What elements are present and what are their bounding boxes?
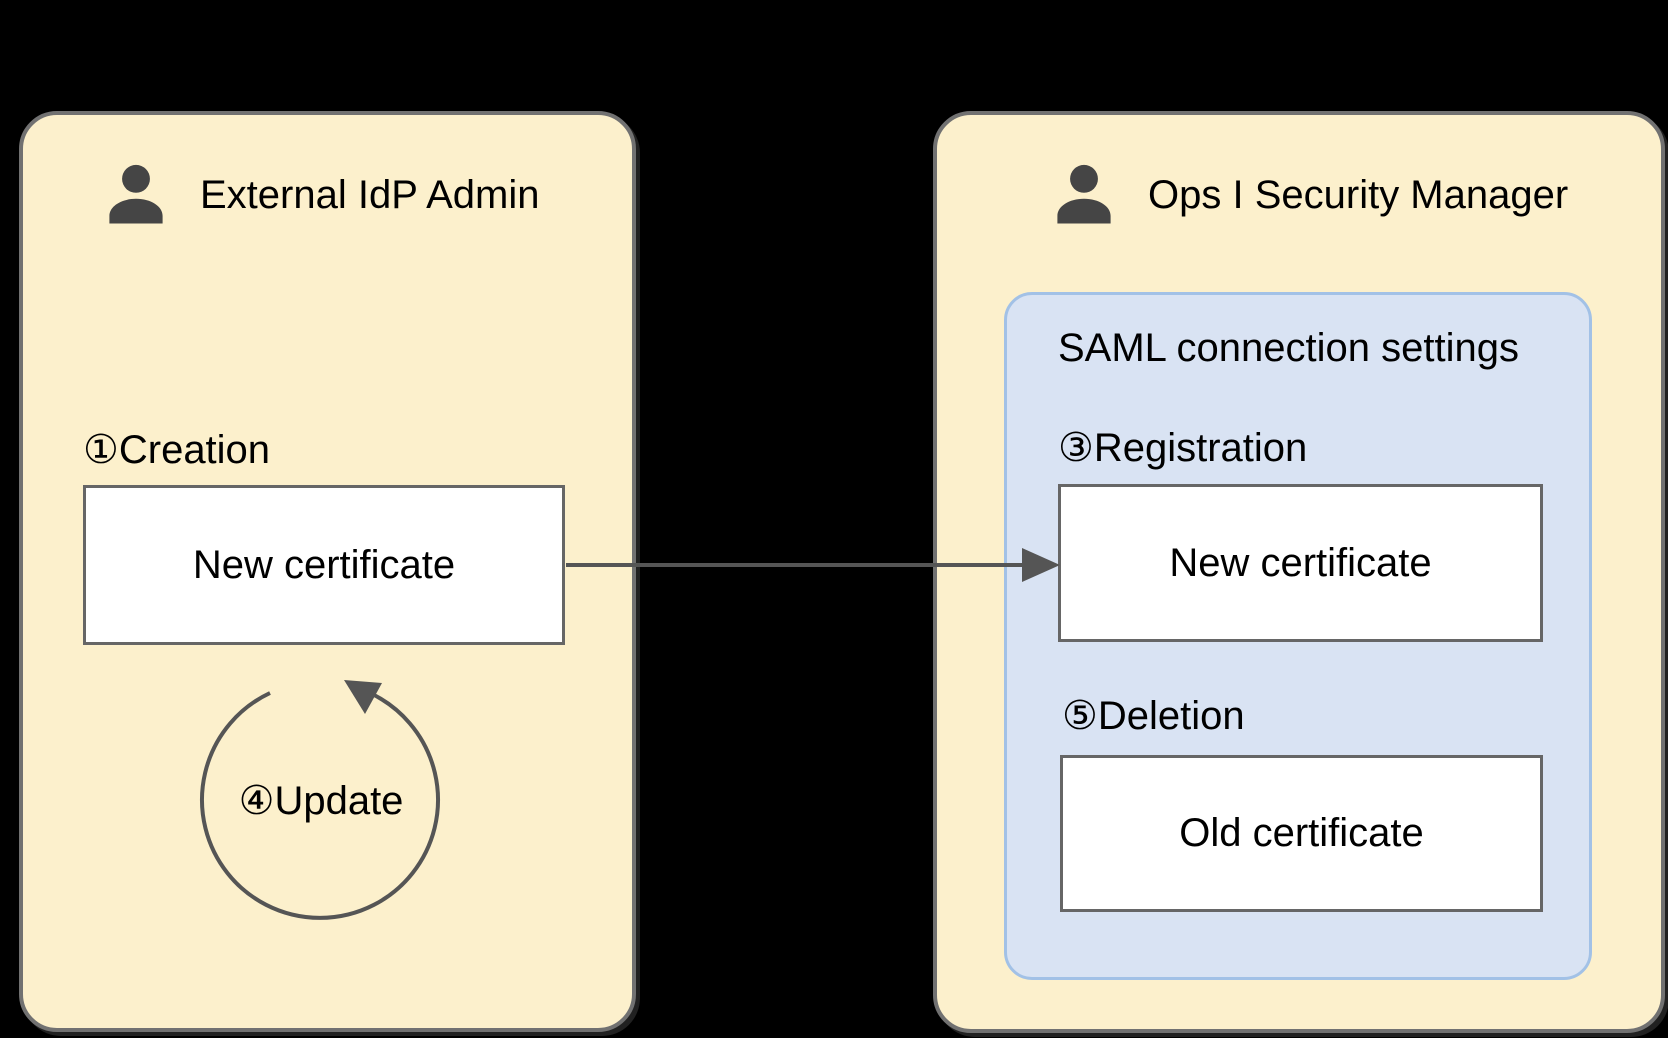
update-cycle-icon xyxy=(200,680,440,920)
update-step-label: ④Update xyxy=(238,779,404,823)
ops-security-manager-header: Ops I Security Manager xyxy=(1046,157,1568,233)
person-icon xyxy=(1057,164,1111,224)
old-certificate-box: Old certificate xyxy=(1060,755,1543,912)
person-icon xyxy=(109,164,163,224)
new-certificate-box-left: New certificate xyxy=(83,485,565,645)
left-panel-title: External IdP Admin xyxy=(200,172,540,217)
saml-group-title: SAML connection settings xyxy=(1058,326,1519,370)
creation-step-label: ①Creation xyxy=(83,428,271,472)
deletion-step-label: ⑤Deletion xyxy=(1062,694,1245,738)
new-certificate-box-right: New certificate xyxy=(1058,484,1543,642)
external-idp-admin-header: External IdP Admin xyxy=(98,157,539,233)
old-certificate-label: Old certificate xyxy=(1179,811,1424,855)
right-panel-title: Ops I Security Manager xyxy=(1148,172,1569,217)
new-certificate-label: New certificate xyxy=(1169,540,1432,585)
registration-step-label: ③Registration xyxy=(1058,426,1308,470)
new-certificate-label: New certificate xyxy=(192,542,456,587)
transfer-arrow xyxy=(566,548,1060,582)
